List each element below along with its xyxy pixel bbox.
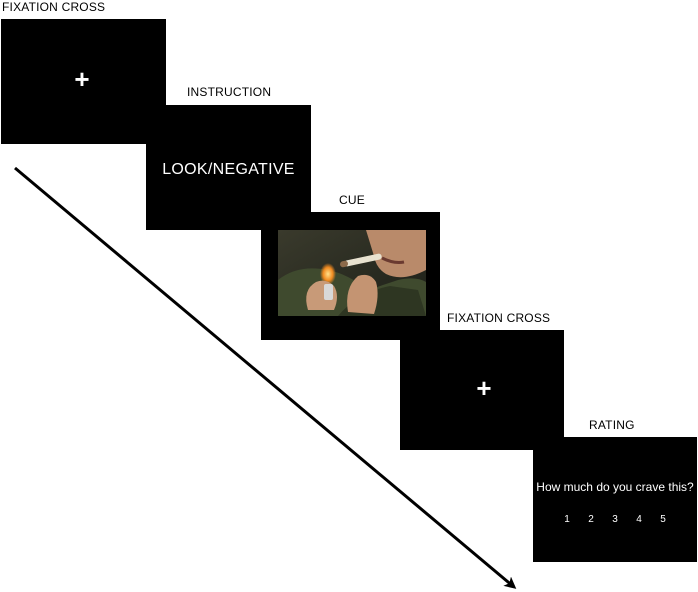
fixation-cross-2: + (476, 373, 492, 403)
screen-rating: How much do you crave this? 1 2 3 4 5 (533, 437, 697, 562)
cue-photo (278, 230, 426, 316)
cue-image-icon (278, 230, 426, 316)
screen-instruction: LOOK/NEGATIVE (146, 105, 311, 230)
step-label-rating: RATING (589, 418, 635, 432)
rating-scale: 1 2 3 4 5 (563, 514, 667, 525)
step-label-fixation-2: FIXATION CROSS (447, 311, 551, 325)
step-label-cue: CUE (339, 193, 365, 207)
instruction-text: LOOK/NEGATIVE (162, 161, 295, 178)
rating-option-4: 4 (636, 514, 642, 525)
fixation-cross-1: + (74, 64, 90, 94)
screen-fixation-1: + (1, 19, 166, 144)
rating-option-1: 1 (564, 514, 570, 525)
rating-option-2: 2 (588, 514, 594, 525)
rating-option-5: 5 (660, 514, 666, 525)
step-label-fixation-1: FIXATION CROSS (2, 0, 106, 14)
screen-cue (261, 212, 440, 340)
screen-fixation-2: + (400, 330, 564, 450)
step-label-instruction: INSTRUCTION (187, 85, 272, 99)
rating-question: How much do you crave this? (536, 480, 694, 494)
rating-option-3: 3 (612, 514, 618, 525)
